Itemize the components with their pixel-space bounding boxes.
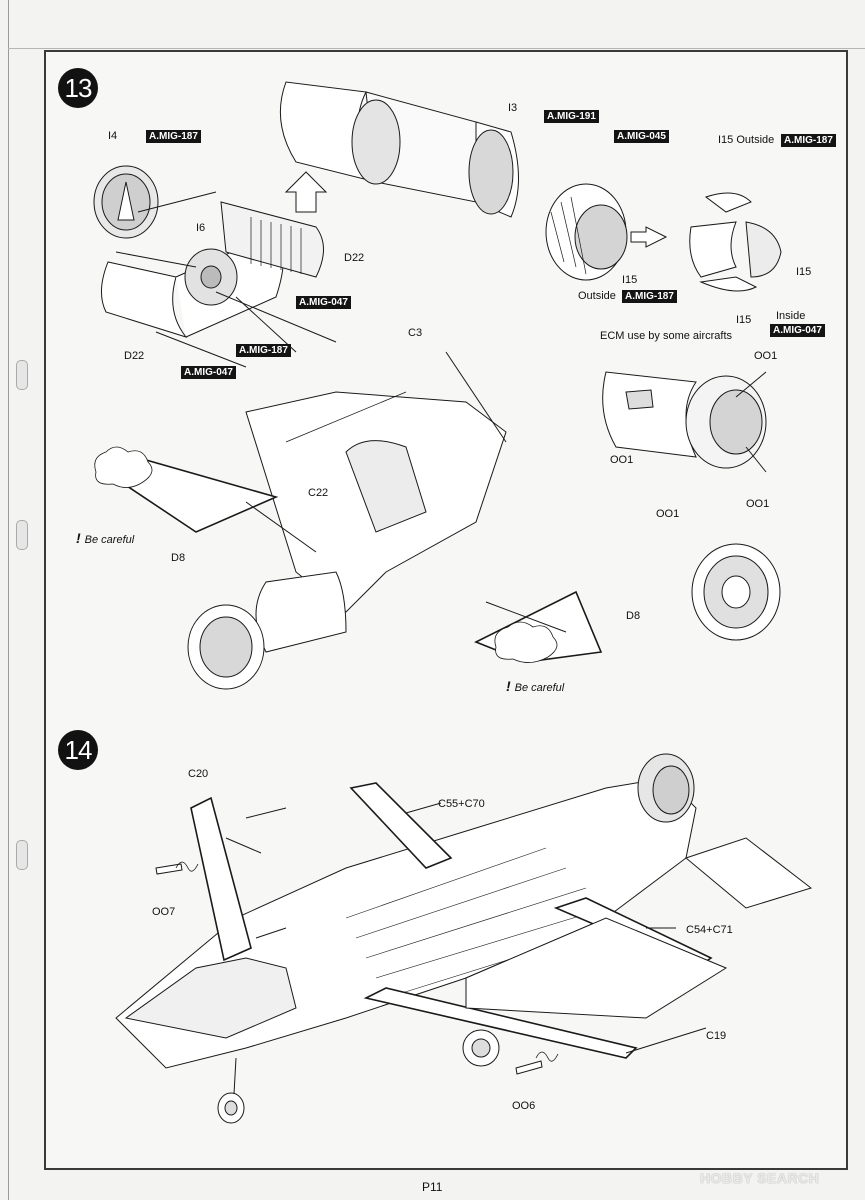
- glue-cloud: [494, 621, 558, 663]
- page-top-edge: [8, 48, 865, 49]
- right-wing: [465, 917, 728, 1019]
- ecm-note: ECM use by some aircrafts: [600, 330, 733, 342]
- part-label-i15: I15 Outside: [718, 134, 775, 146]
- part-label-d22: D22: [124, 350, 145, 362]
- part-oo6: [515, 1060, 543, 1075]
- part-label-i6: I6: [196, 222, 206, 234]
- part-c19: [363, 987, 638, 1059]
- part-label-i4: I4: [108, 130, 118, 142]
- part-c55-c70-stabilizer: [349, 782, 453, 869]
- part-label-oo1: OO1: [754, 350, 778, 362]
- part-label-d8: D8: [171, 552, 186, 564]
- page-number: P11: [422, 1180, 443, 1194]
- part-label-i15: I15: [622, 274, 638, 286]
- part-label-oo7: OO7: [152, 906, 176, 918]
- paint-code-badge: A.MIG-187: [781, 134, 836, 147]
- page-edge: [8, 0, 9, 1200]
- part-label-d8: D8: [626, 610, 641, 622]
- part-label-oo1: OO1: [746, 498, 770, 510]
- part-label-c19: C19: [706, 1030, 727, 1042]
- landing-gear: [217, 1029, 500, 1124]
- binding-hole: [16, 360, 28, 390]
- part-label-c3: C3: [408, 327, 423, 339]
- i4-nozzle-dish: [93, 165, 159, 239]
- i6-turbine-face: [184, 248, 238, 306]
- part-label-c54-c71: C54+C71: [686, 924, 733, 936]
- part-label-i15: I15: [796, 266, 812, 278]
- binding-hole: [16, 840, 28, 870]
- be-careful-note: !Be careful: [506, 678, 565, 694]
- label-outside: Outside: [578, 290, 616, 302]
- aircraft-fuselage: [115, 777, 697, 1069]
- paint-code-badge: A.MIG-187: [146, 130, 201, 143]
- part-label-oo6: OO6: [512, 1100, 536, 1112]
- part-label-oo1: OO1: [656, 508, 680, 520]
- paint-code-badge: A.MIG-187: [236, 344, 291, 357]
- paint-code-badge: A.MIG-187: [622, 290, 677, 303]
- ecm-nozzle: [602, 371, 767, 469]
- part-label-c20: C20: [188, 768, 209, 780]
- part-label-c55-c70: C55+C70: [438, 798, 485, 810]
- paint-code-badge: A.MIG-047: [181, 366, 236, 379]
- part-label-d22: D22: [344, 252, 365, 264]
- paint-code-badge: A.MIG-047: [770, 324, 825, 337]
- aircraft-nozzle: [637, 753, 695, 823]
- step-13-panel: 13 I4 A.MIG-187 I6 D22 A.MIG-047 A.MIG-1…: [44, 50, 848, 722]
- be-careful-note: !Be careful: [76, 530, 135, 546]
- step-number-badge: 13: [58, 68, 98, 108]
- part-label-i15: I15: [736, 314, 752, 326]
- paint-code-badge: A.MIG-045: [614, 130, 669, 143]
- binding-hole: [16, 520, 28, 550]
- nozzle-assembly-right: [545, 183, 628, 281]
- nozzle-front-left: [187, 571, 347, 690]
- i15-petals: [689, 192, 782, 292]
- right-stabilizer: [684, 837, 813, 909]
- part-c20-fin: [190, 796, 252, 962]
- part-oo7: [155, 863, 183, 875]
- step-number-badge: 14: [58, 730, 98, 770]
- part-label-c22: C22: [308, 487, 329, 499]
- part-label-oo1: OO1: [610, 454, 634, 466]
- paint-code-badge: A.MIG-191: [544, 110, 599, 123]
- nozzle-rear-view: [691, 543, 781, 641]
- fuselage-rear: [245, 391, 507, 613]
- paint-code-badge: A.MIG-047: [296, 296, 351, 309]
- label-inside: Inside: [776, 310, 806, 322]
- step-14-line-art: [115, 753, 813, 1124]
- watermark-logo: HOBBY SEARCH: [700, 1170, 820, 1186]
- part-label-i3: I3: [508, 102, 518, 114]
- glue-cloud: [94, 446, 153, 488]
- i3-tube: [279, 81, 519, 218]
- step-14-panel: 14 C20 C55+C70 OO7 C54+C71 C19 OO6: [44, 718, 848, 1170]
- step-13-line-art: [93, 81, 782, 690]
